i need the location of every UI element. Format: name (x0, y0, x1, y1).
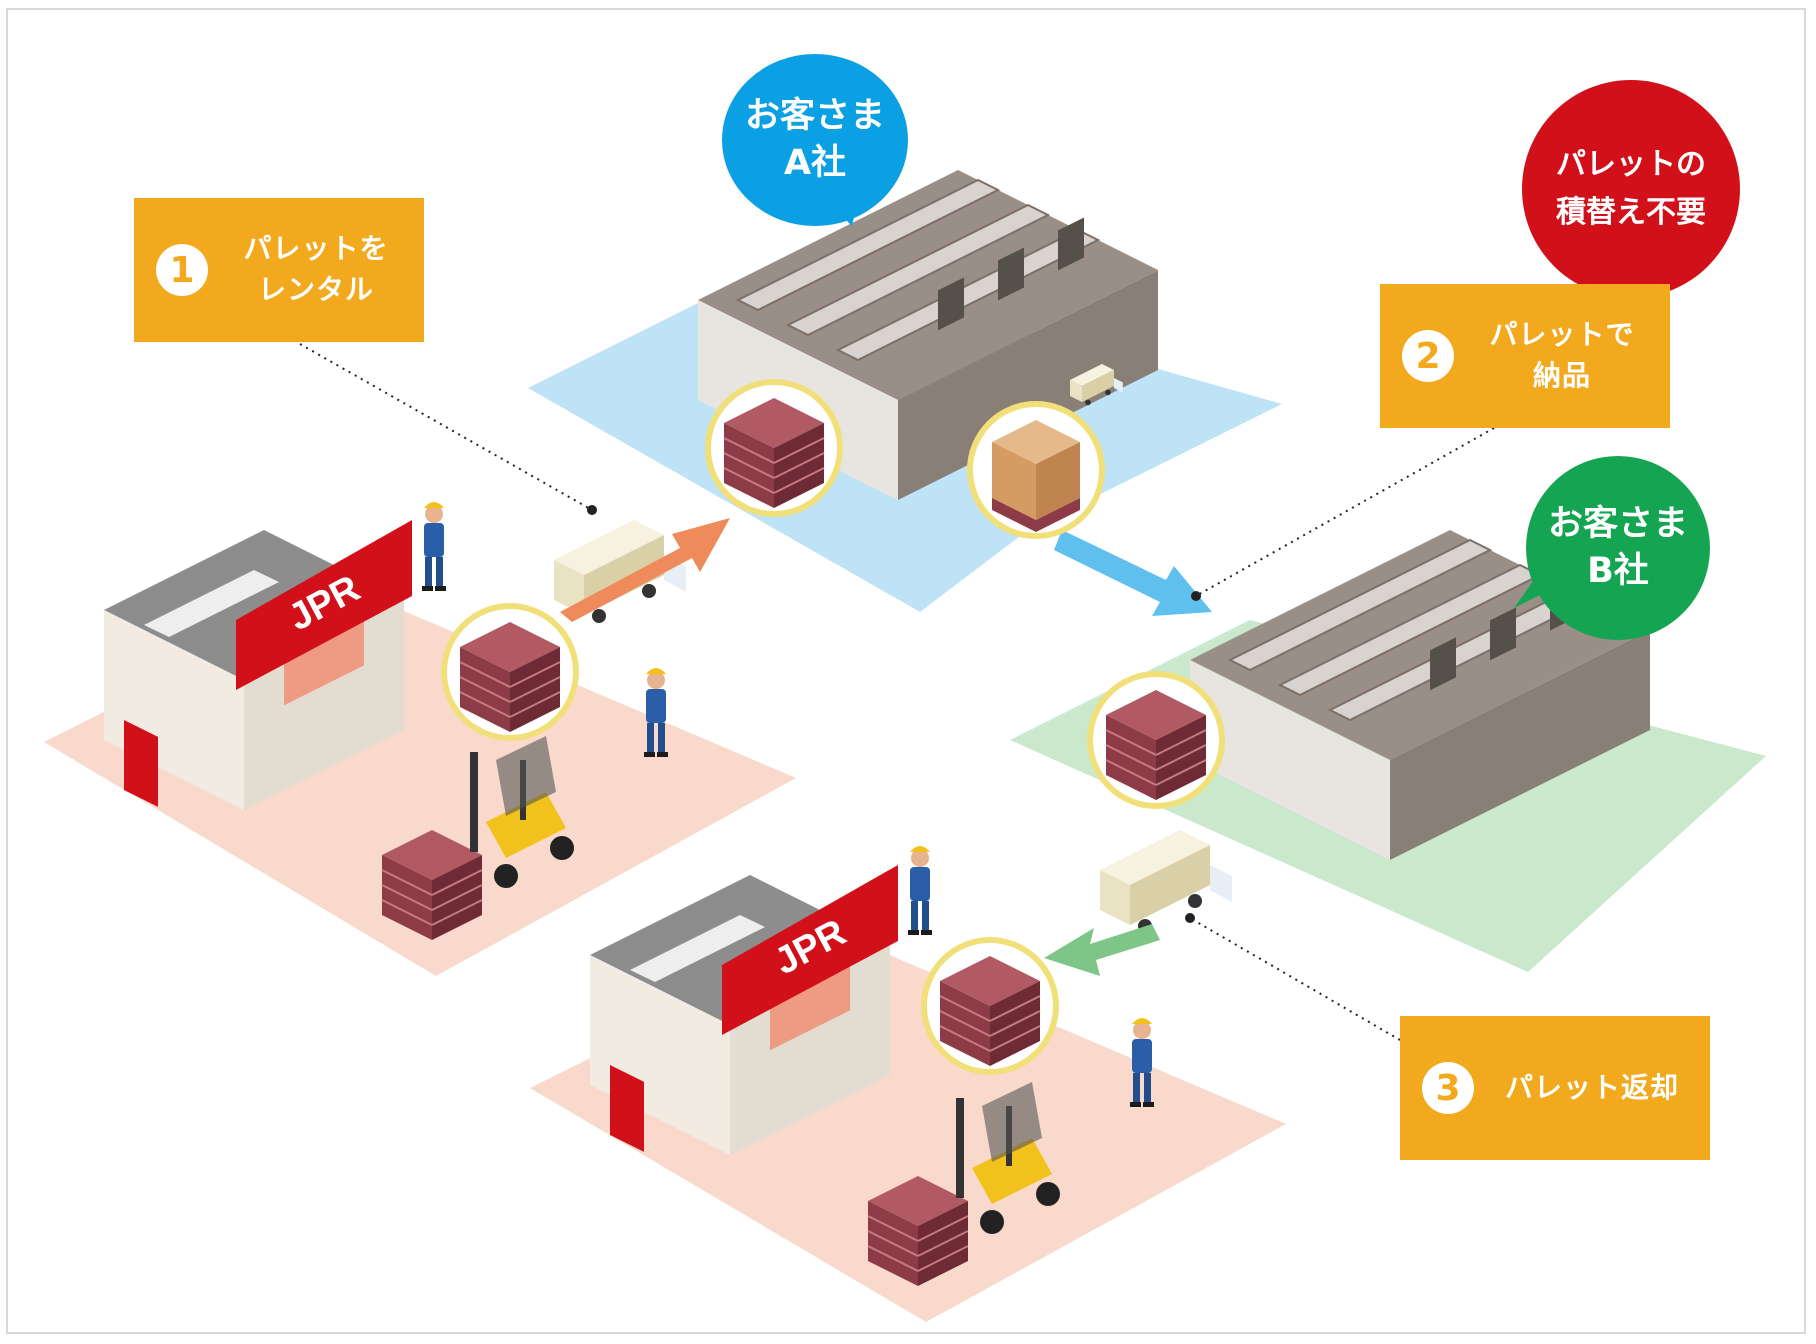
customer-a-label: お客さま A社 (744, 95, 885, 183)
arrow-to-customer-b (1054, 530, 1212, 616)
pallet-circle-depot-1 (441, 603, 579, 741)
step-2-number: 2 (1402, 330, 1454, 382)
leader-dot-2 (1191, 591, 1201, 601)
customer-b-bubble: お客さま B社 (1526, 456, 1710, 640)
forklift-2 (956, 1082, 1060, 1234)
step-3-number: 3 (1422, 1062, 1474, 1114)
customer-a-bubble: お客さま A社 (722, 54, 908, 226)
worker-3 (908, 846, 932, 935)
step-1-label: パレットを レンタル (243, 232, 389, 306)
no-transfer-note-badge: パレットの 積替え不要 (1522, 80, 1740, 298)
leader-line-2 (1195, 427, 1495, 597)
step-1-number: 1 (156, 244, 208, 296)
worker-1 (422, 502, 446, 591)
forklift-1 (470, 736, 574, 888)
pallet-circle-b (1087, 671, 1225, 809)
step-3-label: パレット返却 (1504, 1070, 1679, 1104)
jpr-sign-1: JPR (236, 520, 412, 690)
step-3-box: 3 パレット返却 (1400, 1016, 1710, 1160)
pallet-circle-depot-2 (921, 937, 1059, 1075)
leader-dot-3 (1185, 913, 1195, 923)
leader-line-1 (299, 343, 593, 511)
step-2-label: パレットで 納品 (1489, 318, 1635, 392)
step-1-box: 1 パレットを レンタル (134, 198, 424, 342)
arrow-to-depot (1044, 924, 1160, 976)
step-2-box: 2 パレットで 納品 (1380, 284, 1670, 428)
leader-dot-1 (587, 505, 597, 515)
cargo-circle-a-2 (967, 401, 1105, 539)
no-transfer-note-label: パレットの 積替え不要 (1556, 147, 1706, 230)
truck-return (1100, 830, 1232, 933)
leader-line-3 (1189, 917, 1401, 1041)
customer-b-label: お客さま B社 (1547, 503, 1688, 591)
pallet-circle-a-1 (705, 379, 843, 517)
arrow-to-customer-a (560, 518, 730, 622)
